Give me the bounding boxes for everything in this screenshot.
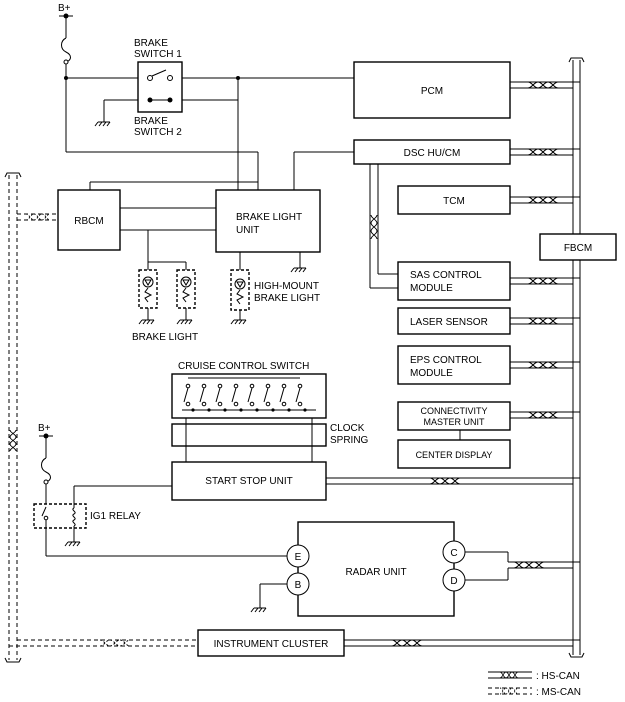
brake-switch-1-label: BRAKE: [134, 38, 168, 49]
laser-label: LASER SENSOR: [410, 317, 488, 328]
start-stop-label: START STOP UNIT: [205, 476, 292, 487]
brake-switch-1-label-2: SWITCH 1: [134, 49, 182, 60]
fbcm-label: FBCM: [564, 243, 592, 254]
radar-label: RADAR UNIT: [345, 567, 406, 578]
connectivity-label: CONNECTIVITY: [420, 406, 487, 416]
dsc-label: DSC HU/CM: [404, 148, 461, 159]
brake-light-unit-label-2: UNIT: [236, 225, 259, 236]
rbcm-label: RBCM: [74, 216, 103, 227]
tcm-box: [397, 185, 511, 215]
dsc-box: [353, 139, 511, 165]
brake-light-unit-label: BRAKE LIGHT: [236, 212, 302, 223]
b-plus-top-label: B+: [58, 3, 71, 14]
legend-hs-can: : HS-CAN: [536, 671, 580, 682]
clock-spring-label-2: SPRING: [330, 435, 369, 446]
instrument-cluster-label: INSTRUMENT CLUSTER: [214, 639, 329, 650]
eps-label: EPS CONTROL: [410, 355, 482, 366]
hs-can-backbone: [568, 57, 585, 658]
radar-term-b: B: [295, 580, 302, 591]
cruise-label: CRUISE CONTROL SWITCH: [178, 361, 309, 372]
sas-label: SAS CONTROL: [410, 270, 482, 281]
rbcm-box: [57, 189, 121, 251]
eps-label-2: MODULE: [410, 368, 453, 379]
brake-switch-2-label-2: SWITCH 2: [134, 127, 182, 138]
connectivity-label-2: MASTER UNIT: [423, 417, 485, 427]
connectivity-box: [397, 401, 511, 431]
center-display-box: [397, 439, 511, 469]
fbcm-box: [539, 233, 617, 261]
ms-can-backbone: [4, 172, 22, 663]
sas-box: [397, 261, 511, 301]
clock-spring-box: [171, 423, 327, 447]
radar-box: [297, 521, 455, 617]
battery-feed-top: [59, 13, 259, 190]
brake-switch-assembly: [94, 61, 354, 190]
brake-switch-2-label: BRAKE: [134, 116, 168, 127]
b-plus-left-label: B+: [38, 423, 51, 434]
instrument-cluster-box: [197, 629, 345, 657]
tcm-label: TCM: [443, 196, 465, 207]
high-mount-label: HIGH-MOUNT: [254, 281, 319, 292]
high-mount-lamp: [230, 269, 250, 325]
pcm-label: PCM: [421, 86, 443, 97]
cruise-switch-contacts: [182, 377, 316, 413]
sas-label-2: MODULE: [410, 283, 453, 294]
laser-box: [397, 307, 511, 335]
ig1-relay-label: IG1 RELAY: [90, 511, 141, 522]
center-display-label: CENTER DISPLAY: [416, 450, 493, 460]
pcm-box: [353, 61, 511, 119]
radar-term-e: E: [295, 552, 302, 563]
high-mount-label-2: BRAKE LIGHT: [254, 293, 320, 304]
legend-ms-can: : MS-CAN: [536, 687, 581, 698]
clock-spring-label: CLOCK: [330, 423, 365, 434]
ig1-relay-circuit: [33, 433, 288, 557]
eps-box: [397, 345, 511, 385]
cruise-switch-box: [171, 373, 327, 419]
start-stop-box: [171, 461, 327, 501]
brake-light-unit-box: [215, 189, 321, 253]
brake-light-label: BRAKE LIGHT: [132, 332, 198, 343]
legend: [488, 671, 532, 695]
brake-light-lamps: [138, 230, 196, 325]
radar-term-d: D: [450, 576, 457, 587]
radar-term-c: C: [450, 548, 457, 559]
